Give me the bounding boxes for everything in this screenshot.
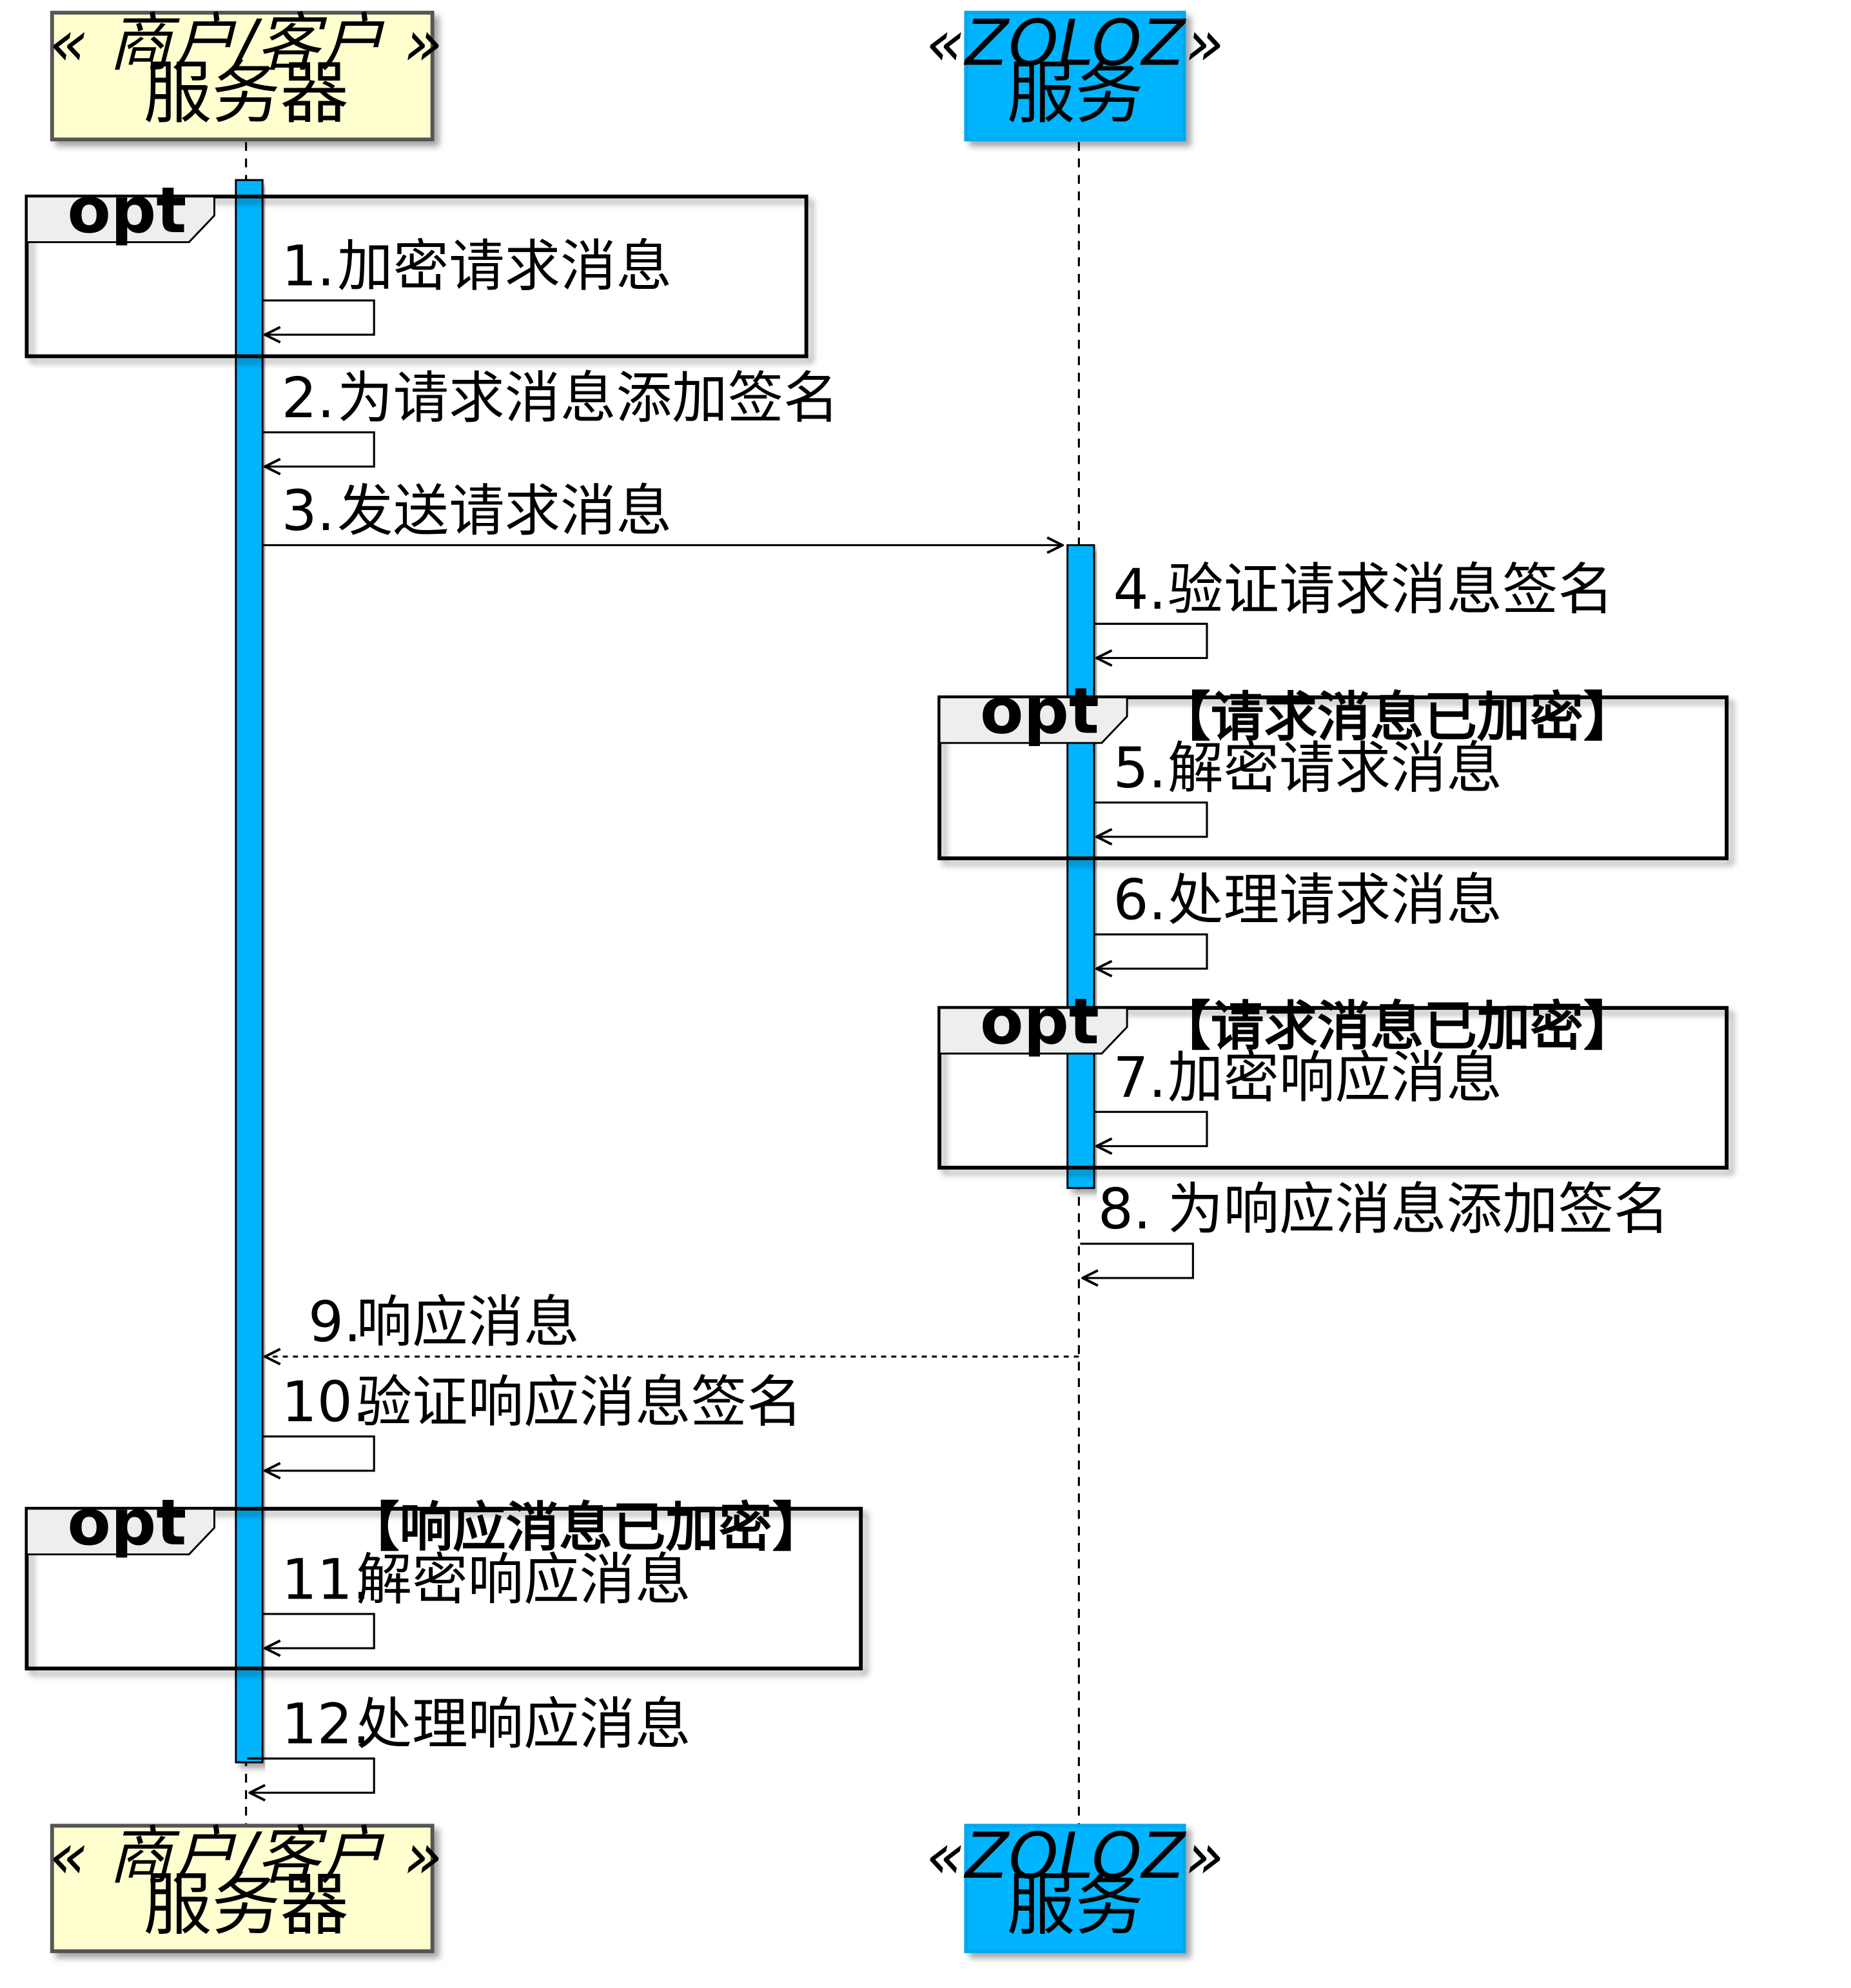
opt-guard: 【响应消息已加密】 [346,1497,825,1559]
message-7: 7. 加密响应消息 [1094,1046,1502,1147]
participant-zoloz-bottom: «ZOLOZ» 服务 [926,1820,1224,1953]
message-number: 8. [1098,1177,1151,1242]
opt-fragment: opt 【响应消息已加密】 [24,1486,863,1671]
participant-name: 服务 [1006,1865,1143,1945]
message-9: 9. 响应消息 [265,1290,1079,1357]
opt-fragment: opt 【请求消息已加密】 [937,674,1729,861]
message-label: 响应消息 [357,1290,580,1355]
opt-label: opt [67,1486,186,1560]
message-4: 4. 验证请求消息签名 [1094,558,1614,658]
participant-name: 服务器 [143,54,348,133]
message-number: 7. [1113,1046,1166,1110]
participant-client-bottom: « 商户/客户 » 服务器 [50,1820,443,1953]
message-label: 验证请求消息签名 [1168,558,1614,622]
participant-name: 服务 [1006,54,1143,133]
message-label: 处理响应消息 [357,1693,691,1757]
message-3: 3. 发送请求消息 [262,479,1063,546]
message-label: 为响应消息添加签名 [1168,1177,1670,1242]
opt-label: opt [980,985,1099,1059]
message-label: 加密响应消息 [1168,1046,1502,1110]
message-label: 验证响应消息签名 [357,1370,803,1435]
opt-guard: 【请求消息已加密】 [1157,686,1636,748]
message-8: 8. 为响应消息添加签名 [1080,1177,1670,1278]
message-number: 2. [282,366,335,431]
message-number: 6. [1113,868,1166,932]
participant-stereotype: « 商户/客户 » [50,1820,443,1893]
message-label: 加密请求消息 [337,234,672,299]
message-label: 解密请求消息 [1168,736,1502,801]
participant-client-top: « 商户/客户 » 服务器 [50,6,443,142]
message-11: 11. 解密响应消息 [262,1548,691,1648]
opt-label: opt [67,174,186,248]
message-number: 11. [282,1548,371,1612]
participant-stereotype: «ZOLOZ» [926,6,1224,80]
message-12: 12. 处理响应消息 [247,1693,691,1793]
message-label: 解密响应消息 [357,1548,691,1612]
message-label: 为请求消息添加签名 [337,366,839,431]
message-number: 5. [1113,736,1166,801]
zoloz-activation-bar [1066,544,1095,1189]
message-number: 3. [282,479,335,544]
opt-fragment: opt [24,174,808,359]
message-2: 2. 为请求消息添加签名 [262,366,839,467]
participant-name: 服务器 [143,1865,348,1945]
message-5: 5. 解密请求消息 [1094,736,1502,837]
opt-fragment: opt 【请求消息已加密】 [937,985,1729,1170]
message-number: 1. [282,234,335,299]
message-6: 6. 处理请求消息 [1094,868,1502,969]
message-label: 发送请求消息 [337,479,672,544]
participant-stereotype: «ZOLOZ» [926,1820,1224,1893]
client-activation-bar [235,179,264,1764]
participant-zoloz-top: «ZOLOZ» 服务 [926,6,1224,142]
opt-guard: 【请求消息已加密】 [1157,996,1636,1058]
opt-label: opt [980,674,1099,748]
message-number: 12. [282,1693,371,1757]
message-label: 处理请求消息 [1168,868,1502,932]
message-1: 1. 加密请求消息 [262,234,672,335]
participant-stereotype: « 商户/客户 » [50,6,443,80]
message-number: 10. [282,1370,371,1435]
message-number: 9. [308,1290,362,1355]
message-10: 10. 验证响应消息签名 [262,1370,803,1471]
message-number: 4. [1113,558,1166,622]
